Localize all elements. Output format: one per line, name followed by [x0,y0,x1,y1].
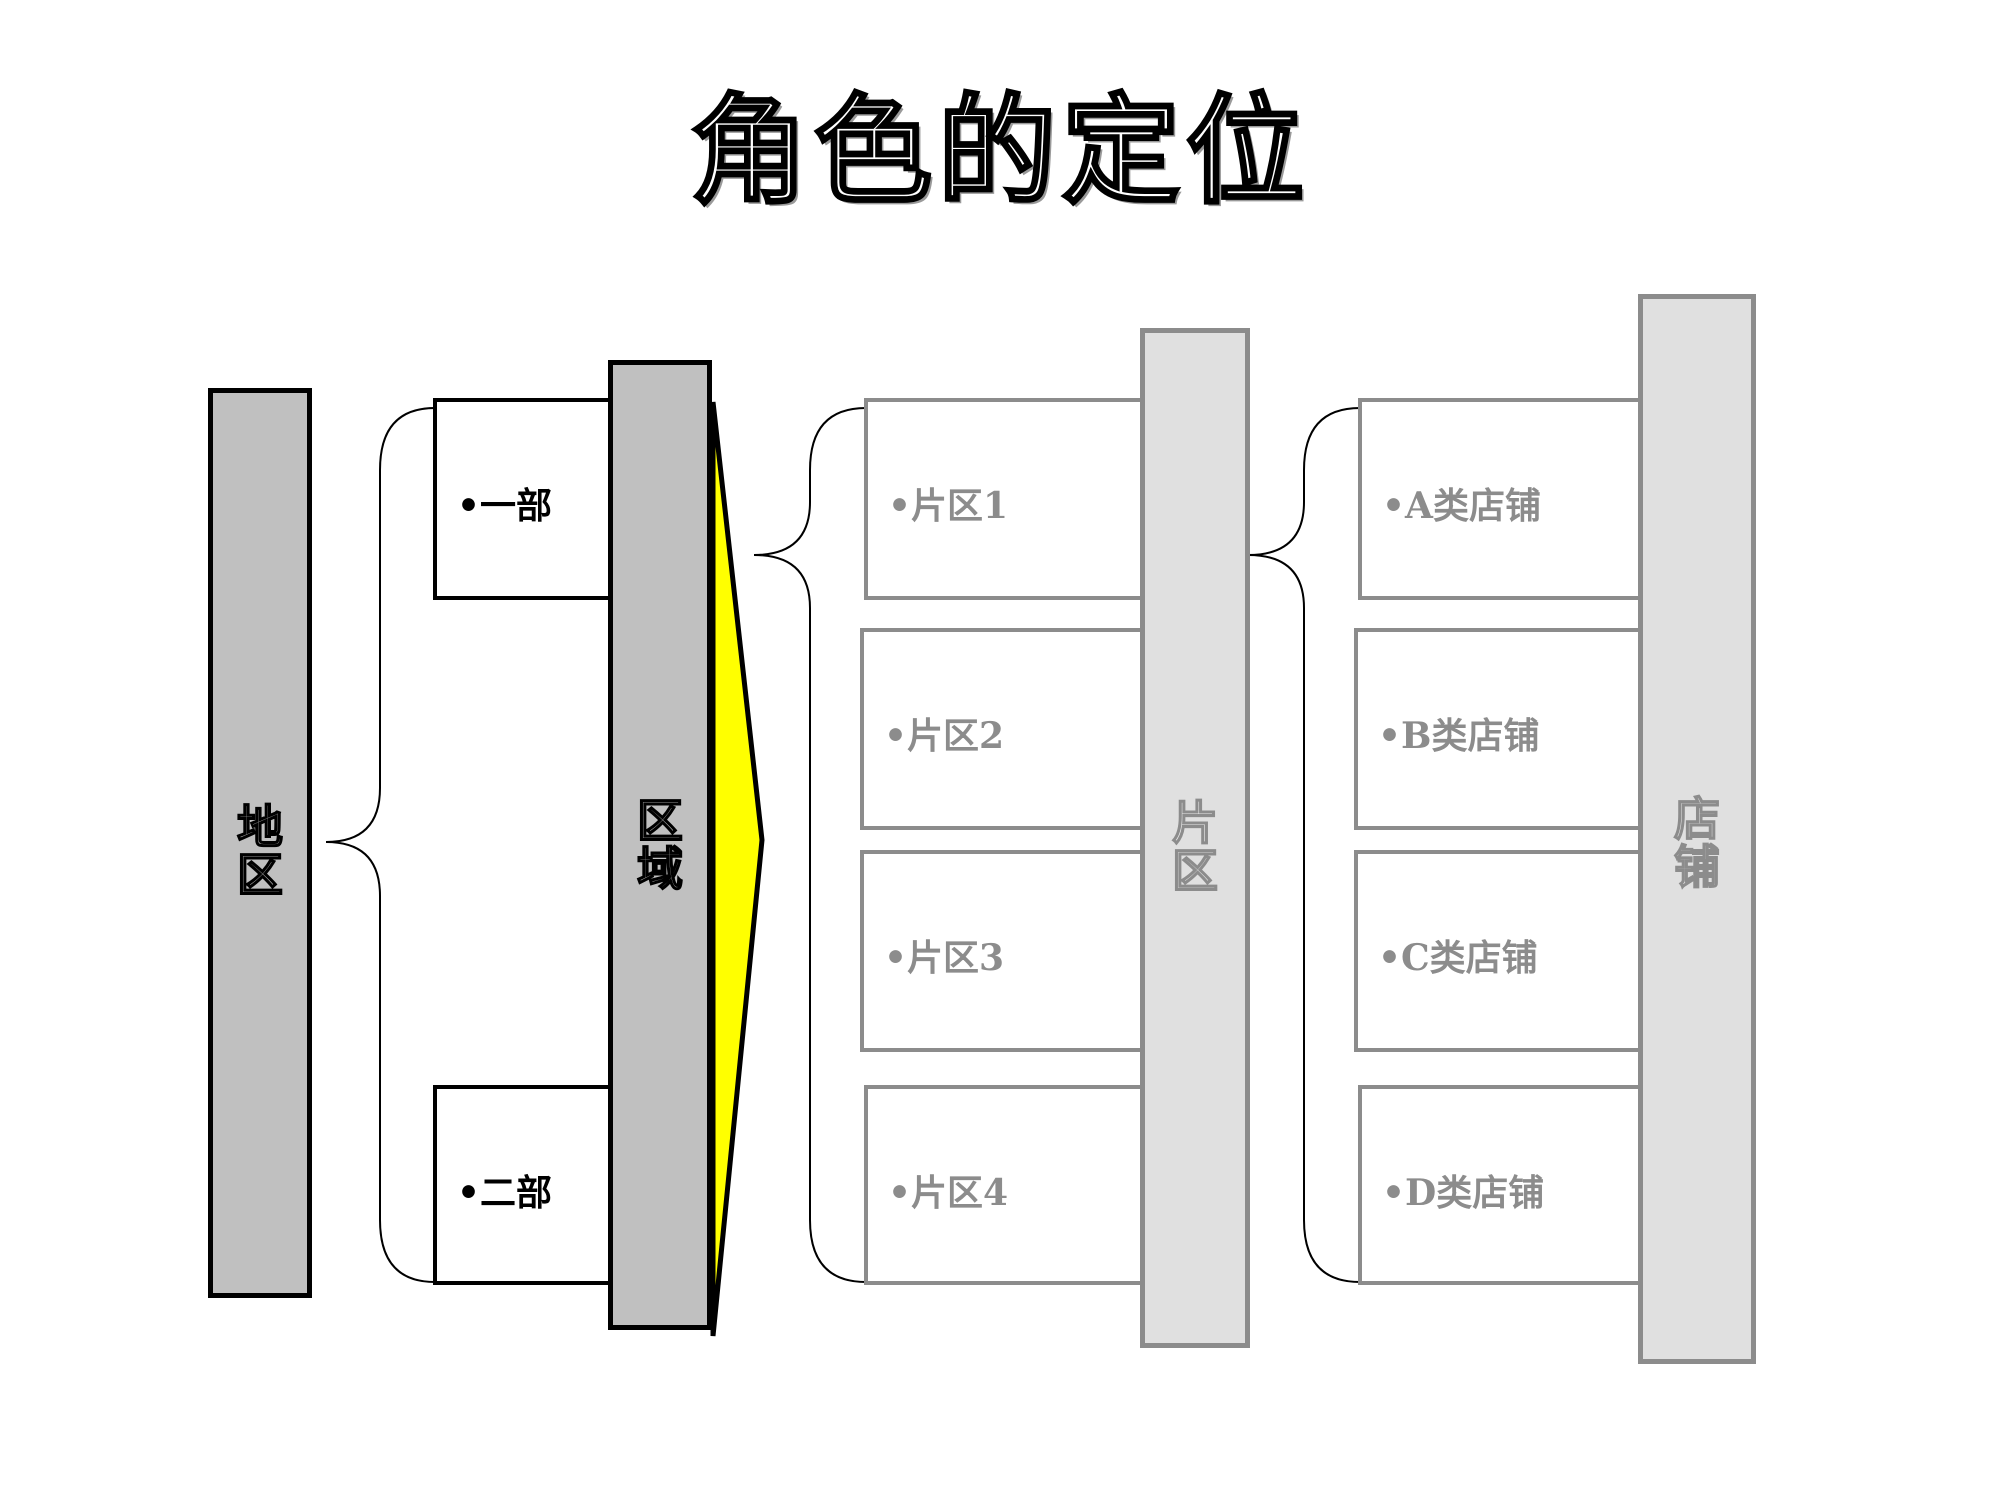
department-label-1: •一部 [457,485,553,527]
store-box-d: •D类店铺 [1358,1085,1642,1285]
store-bar-label-line-2: 铺 [1673,840,1721,894]
store-label-b: •B类店铺 [1378,715,1540,757]
area-label: 区 域 [613,794,707,896]
brace-region [325,407,436,1283]
district-bar-label: 片 区 [1145,796,1245,898]
district-label-3: •片区3 [884,937,1005,979]
district-box-1: •片区1 [864,398,1146,600]
brace-district [1247,407,1361,1283]
area-label-line-2: 域 [636,842,684,896]
region-bar: 地 区 [208,388,312,1298]
district-bar-label-line-1: 片 [1171,796,1219,850]
district-bar-label-line-2: 区 [1171,844,1219,898]
district-label-2: •片区2 [884,715,1005,757]
department-box-2: •二部 [433,1085,613,1285]
store-label-a: •A类店铺 [1382,485,1541,527]
district-label-4: •片区4 [888,1172,1009,1214]
store-bar: 店 铺 [1638,294,1756,1364]
area-label-line-1: 区 [636,794,684,848]
store-box-a: •A类店铺 [1358,398,1642,600]
region-label-line-1: 地 [236,800,284,854]
district-box-4: •片区4 [864,1085,1146,1285]
page-title: 角色的定位 [688,81,1310,222]
store-bar-label-line-1: 店 [1673,792,1721,846]
area-bar: 区 域 [608,360,712,1330]
store-bar-label: 店 铺 [1643,792,1751,894]
department-label-2: •二部 [457,1172,553,1214]
store-label-c: •C类店铺 [1378,937,1538,979]
region-label-line-2: 区 [236,848,284,902]
store-box-c: •C类店铺 [1354,850,1642,1052]
district-label-1: •片区1 [888,485,1009,527]
brace-area [753,407,867,1283]
district-bar: 片 区 [1140,328,1250,1348]
district-box-2: •片区2 [860,628,1146,830]
store-label-d: •D类店铺 [1382,1172,1545,1214]
store-box-b: •B类店铺 [1354,628,1642,830]
expansion-arrow [710,401,765,1337]
district-box-3: •片区3 [860,850,1146,1052]
region-label: 地 区 [213,800,307,902]
department-box-1: •一部 [433,398,613,600]
